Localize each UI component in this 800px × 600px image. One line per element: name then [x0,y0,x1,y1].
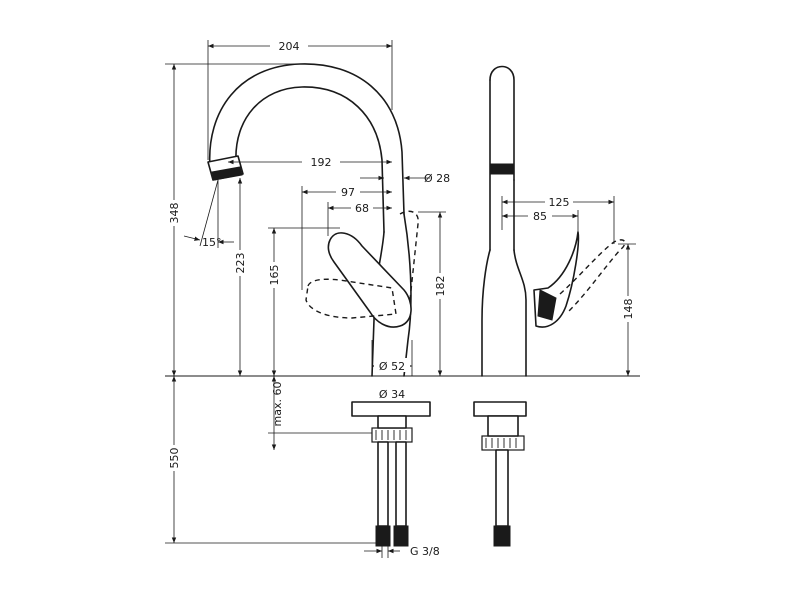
faucet-body-right [403,213,412,377]
side-hose-fitting [493,525,511,547]
side-shank [487,415,519,437]
shank [377,415,407,429]
hose-left [377,441,389,527]
dim-192-label: 192 [311,156,332,169]
side-lever-band [537,289,557,321]
dim-body-diameter-label: Ø 28 [424,172,450,185]
side-lever-alt-position [559,239,626,313]
side-outlet [490,163,514,175]
lever-open-position [399,210,419,301]
dim-348-label: 348 [168,203,181,224]
side-view [473,65,626,547]
hose-right [395,441,407,527]
side-nut [481,435,525,451]
side-mounting-plate [473,401,527,417]
dim-223-label: 223 [234,253,247,274]
spout-inner-outline [235,86,385,233]
front-dimensions: 204 192 Ø 28 97 68 348 223 15° [165,38,450,558]
dim-85-label: 85 [533,210,547,223]
side-spout [489,65,515,181]
dim-68-label: 68 [355,202,369,215]
side-body [481,249,491,377]
mounting-plate [351,401,431,417]
dim-550-label: 550 [168,448,181,469]
lever-alt-position [305,278,397,319]
side-hose [495,449,509,527]
hose-right-fitting [393,525,409,547]
dim-148-label: 148 [622,299,635,320]
dim-base-diameter-label: Ø 52 [379,360,405,373]
hose-left-fitting [375,525,391,547]
lever-handle [327,232,412,328]
dim-97-label: 97 [341,186,355,199]
dim-shank-diameter-label: Ø 34 [379,388,405,401]
front-view [165,63,640,547]
dim-angle-label: 15° [202,236,222,249]
dim-182-label: 182 [434,276,447,297]
dim-204-label: 204 [279,40,300,53]
dim-thread-label: G 3/8 [410,545,440,558]
aerator [211,166,243,181]
dim-165-label: 165 [268,265,281,286]
dim-125-label: 125 [549,196,570,209]
dim-max-deck-label: max. 60 [271,382,284,427]
side-dimensions: 125 85 148 [501,194,636,376]
